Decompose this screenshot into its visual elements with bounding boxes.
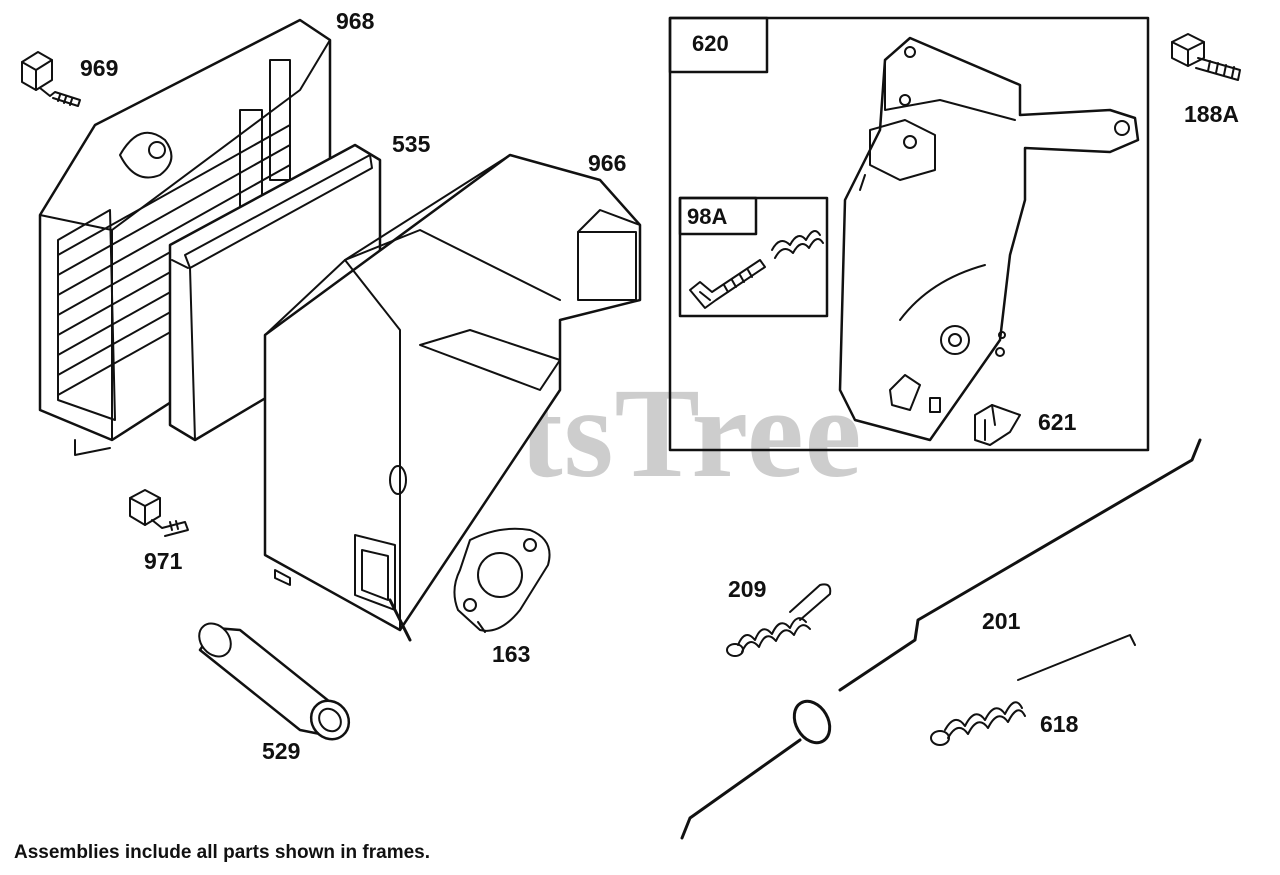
label-98A: 98A <box>687 204 728 229</box>
label-621: 621 <box>1038 409 1077 435</box>
label-968: 968 <box>336 8 375 34</box>
assembly-frame-98A <box>678 196 829 318</box>
label-201: 201 <box>982 608 1021 634</box>
part-971-bolt <box>129 489 189 537</box>
part-201-rod <box>680 438 1202 840</box>
part-209-spring <box>726 583 832 657</box>
part-620-governor-bracket <box>838 36 1140 442</box>
part-188A-bolt <box>1171 33 1241 81</box>
label-971: 971 <box>144 548 183 574</box>
part-163-gasket <box>453 527 551 633</box>
assembly-frame-620 <box>668 16 1150 452</box>
label-163: 163 <box>492 641 531 667</box>
label-969: 969 <box>80 55 119 81</box>
label-535: 535 <box>392 131 431 157</box>
label-529: 529 <box>262 738 301 764</box>
part-529-tube <box>198 622 351 741</box>
part-969-bolt <box>21 51 81 107</box>
part-621-clip <box>974 404 1021 446</box>
part-966-cover <box>263 153 642 642</box>
part-618-spring <box>930 634 1136 746</box>
label-188A: 188A <box>1184 101 1239 127</box>
label-966: 966 <box>588 150 627 176</box>
label-209: 209 <box>728 576 767 602</box>
assembly-note: Assemblies include all parts shown in fr… <box>14 842 431 863</box>
part-98A-screw-spring <box>689 230 824 309</box>
label-618: 618 <box>1040 711 1079 737</box>
label-620: 620 <box>692 31 729 56</box>
